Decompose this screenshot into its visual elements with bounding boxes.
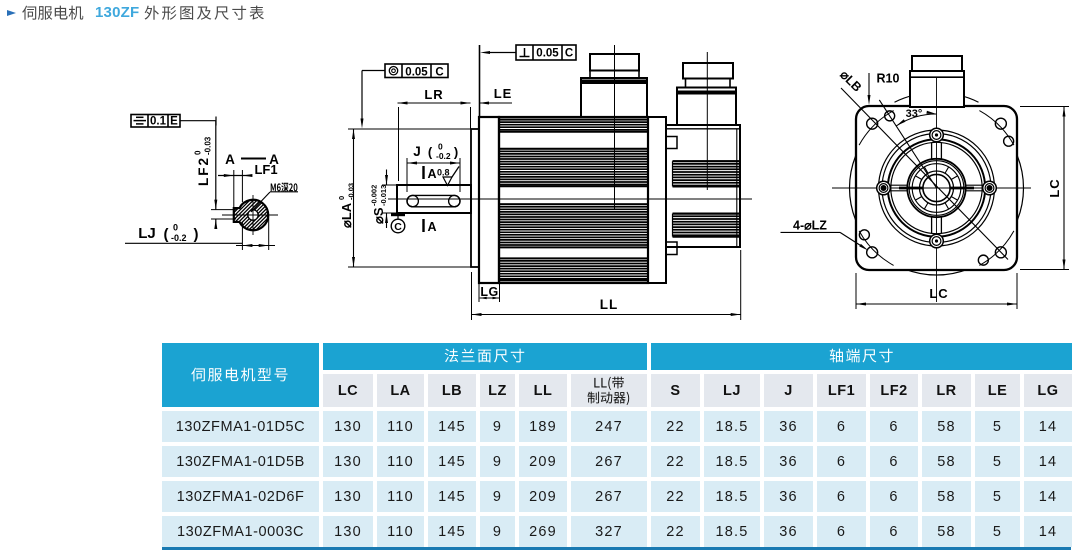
svg-text:-0.013: -0.013 (379, 185, 388, 206)
svg-text:LC: LC (1047, 178, 1062, 197)
svg-text:-0.2: -0.2 (171, 233, 187, 243)
svg-text:⌀LB: ⌀LB (837, 68, 864, 95)
svg-text:0: 0 (173, 223, 178, 233)
svg-text:A: A (225, 152, 235, 167)
svg-text:0: 0 (194, 150, 203, 155)
svg-text:0.05: 0.05 (405, 67, 428, 79)
svg-text:): ) (454, 145, 458, 160)
svg-text:LC: LC (929, 286, 948, 301)
svg-text:0.8: 0.8 (437, 168, 450, 178)
svg-text:0: 0 (438, 142, 443, 152)
svg-text:LJ: LJ (138, 225, 156, 242)
svg-text:-0.002: -0.002 (370, 185, 379, 206)
svg-text:0: 0 (337, 196, 346, 200)
svg-text:LF1: LF1 (254, 162, 277, 177)
svg-text:-0.03: -0.03 (204, 136, 213, 155)
svg-text:LL: LL (600, 297, 619, 312)
svg-text:(: ( (428, 145, 433, 160)
svg-text:): ) (194, 226, 199, 243)
svg-text:-0.2: -0.2 (436, 151, 451, 161)
svg-text:J: J (413, 144, 421, 159)
svg-text:C: C (394, 221, 402, 233)
svg-text:C: C (565, 48, 573, 60)
svg-text:LG: LG (480, 285, 498, 299)
svg-text:LR: LR (424, 87, 443, 102)
svg-text:A: A (427, 220, 436, 234)
svg-text:-0.03: -0.03 (347, 183, 356, 200)
svg-text:LF2: LF2 (196, 156, 211, 186)
svg-text:E: E (170, 116, 178, 128)
svg-text:(: ( (164, 226, 169, 243)
svg-text:0.05: 0.05 (536, 48, 559, 60)
svg-text:⌀S: ⌀S (371, 207, 386, 224)
svg-text:0.1: 0.1 (150, 116, 167, 128)
svg-text:R10: R10 (877, 72, 900, 86)
svg-text:33°: 33° (906, 108, 923, 120)
svg-text:A: A (269, 152, 279, 167)
svg-text:4-⌀LZ: 4-⌀LZ (793, 219, 827, 233)
svg-text:⌀LA: ⌀LA (339, 202, 354, 228)
svg-text:A: A (427, 167, 436, 181)
svg-text:LE: LE (494, 86, 513, 101)
svg-text:C: C (435, 67, 443, 79)
